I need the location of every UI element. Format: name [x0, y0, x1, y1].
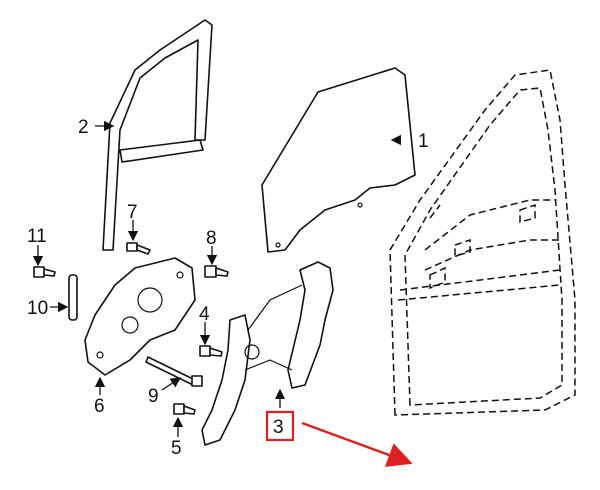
callout-labels: 1 2 3 4 5 6 7 8 9 10 11 — [27, 117, 429, 459]
highlight-part-3 — [265, 410, 413, 467]
callout-10: 10 — [27, 298, 48, 319]
highlight-arrow — [301, 421, 413, 467]
spacer-10 — [68, 274, 78, 321]
callout-7: 7 — [127, 202, 138, 223]
door-glass — [261, 67, 416, 253]
bolt-4 — [199, 345, 223, 357]
window-regulator — [201, 261, 334, 446]
bolt-7 — [126, 242, 151, 255]
callout-3: 3 — [273, 417, 284, 438]
callout-8: 8 — [206, 228, 217, 249]
door-shell-outline — [389, 69, 576, 416]
bolt-11 — [33, 266, 56, 278]
callout-1: 1 — [418, 131, 429, 152]
stud-9 — [145, 356, 203, 387]
callout-9: 9 — [148, 386, 159, 407]
leader-lines — [32, 120, 402, 437]
glass-run-channel — [102, 19, 213, 251]
bolt-8 — [204, 265, 229, 278]
callout-6: 6 — [94, 396, 105, 417]
bolt-5 — [173, 403, 196, 415]
callout-2: 2 — [78, 117, 89, 138]
callout-11: 11 — [27, 226, 47, 247]
window-motor — [84, 257, 196, 376]
highlight-box — [265, 410, 295, 442]
callout-4: 4 — [199, 304, 210, 325]
callout-5: 5 — [171, 438, 182, 459]
